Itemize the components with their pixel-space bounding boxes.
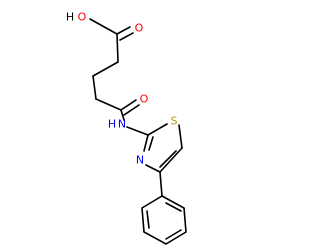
bond-s-c5ring bbox=[178, 124, 183, 149]
bond-c2-c3 bbox=[92, 61, 119, 77]
phenyl-ring bbox=[141, 195, 187, 245]
ring-n-label: N bbox=[136, 154, 144, 167]
bond-c5-o-double-b bbox=[123, 104, 140, 116]
bond-c1-c2 bbox=[116, 33, 119, 63]
bond-c1-o-double-a bbox=[116, 26, 131, 35]
bond-c1-o-double-b bbox=[119, 32, 134, 41]
bond-c3-c4 bbox=[92, 75, 97, 100]
bond-n-ring bbox=[126, 126, 149, 136]
bond-c5ring-c4ring-inner bbox=[159, 150, 177, 168]
hydroxyl-o-label: O bbox=[78, 11, 87, 24]
bonds bbox=[89, 18, 187, 245]
bond-c4ring-n bbox=[145, 164, 161, 173]
bond-oh-c1 bbox=[89, 18, 118, 35]
bond-c5ring-c4ring bbox=[159, 147, 183, 173]
hydroxyl-h-label: H bbox=[66, 11, 74, 24]
amide-carbonyl-o-label: O bbox=[140, 93, 149, 106]
phenyl-double-1 bbox=[165, 202, 182, 212]
bond-n-c2ring-inner bbox=[148, 136, 154, 151]
molecule-structure: H O O O H N S N bbox=[66, 11, 187, 245]
ring-s-label: S bbox=[171, 115, 178, 128]
phenyl-double-3 bbox=[146, 210, 150, 229]
amide-n-label: N bbox=[118, 118, 126, 131]
bond-c5-o-double-a bbox=[120, 99, 137, 111]
bond-ring-phenyl bbox=[159, 171, 163, 197]
bond-n-c2ring bbox=[143, 134, 149, 152]
bond-c5-n bbox=[120, 109, 125, 121]
bond-c4-c5 bbox=[95, 98, 122, 111]
bond-c2ring-s bbox=[147, 123, 168, 136]
phenyl-double-2 bbox=[165, 229, 182, 240]
atom-labels: H O O O H N S N bbox=[66, 11, 178, 167]
amide-h-label: H bbox=[108, 118, 116, 131]
acid-carbonyl-o-label: O bbox=[135, 22, 144, 35]
